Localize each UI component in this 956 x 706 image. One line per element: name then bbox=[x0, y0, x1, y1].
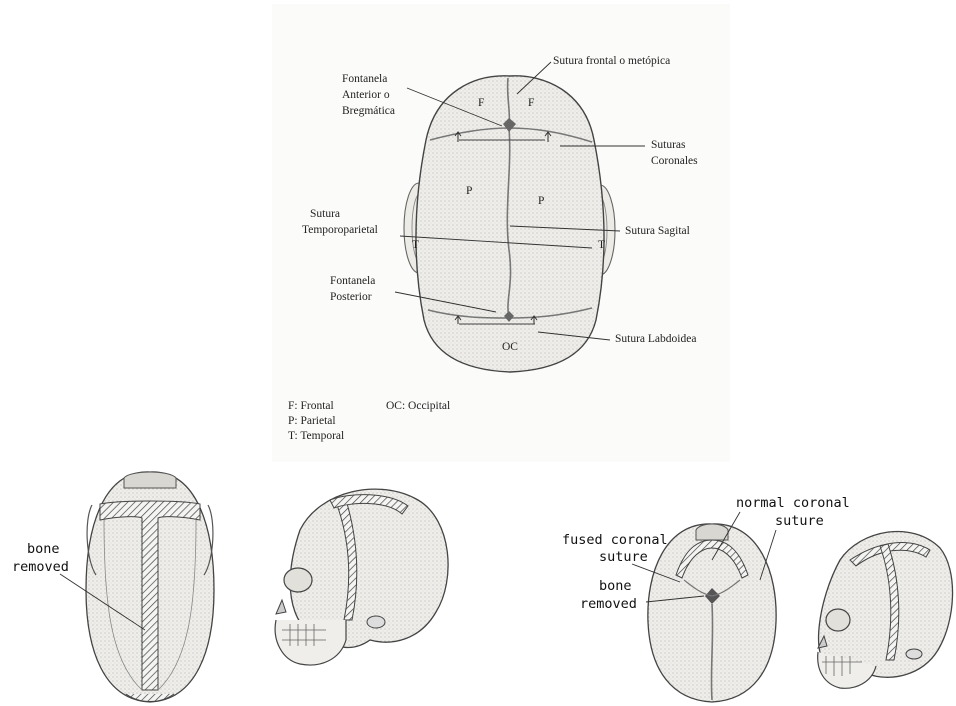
bl-label-bone: bone bbox=[27, 541, 60, 557]
legend-occipital: OC: Occipital bbox=[386, 400, 450, 412]
letter-temporal-right: T bbox=[598, 239, 605, 251]
letter-frontal-right: F bbox=[528, 97, 534, 109]
label-sutura-temporoparietal-2: Temporoparietal bbox=[302, 224, 378, 236]
letter-temporal-left: T bbox=[412, 239, 419, 251]
label-sutura-frontal: Sutura frontal o metópica bbox=[553, 55, 670, 67]
label-sutura-sagital: Sutura Sagital bbox=[625, 225, 690, 237]
br-label-normal-coronal-1: normal coronal bbox=[736, 495, 850, 511]
bottom-right-top-view: normal coronal suture fused coronal sutu… bbox=[562, 495, 850, 702]
brs-orbit bbox=[826, 609, 850, 631]
brs-ear-opening bbox=[906, 649, 922, 659]
br-label-normal-coronal-2: suture bbox=[775, 513, 824, 529]
label-fontanela-anterior-3: Bregmática bbox=[342, 105, 395, 117]
bls-jaw bbox=[275, 620, 346, 665]
bls-ear-opening bbox=[367, 616, 385, 628]
letter-frontal-left: F bbox=[478, 97, 484, 109]
legend-temporal: T: Temporal bbox=[288, 430, 344, 442]
top-skull-diagram: F F P P T T OC Sutura frontal o metópica… bbox=[272, 4, 730, 462]
bl-label-removed: removed bbox=[12, 559, 69, 575]
bottom-right-side-skull bbox=[818, 531, 953, 688]
legend-frontal: F: Frontal bbox=[288, 400, 334, 412]
br-label-removed: removed bbox=[580, 596, 637, 612]
letter-parietal-right: P bbox=[538, 195, 544, 207]
label-fontanela-posterior-2: Posterior bbox=[330, 291, 372, 303]
letter-occipital: OC bbox=[502, 341, 518, 353]
label-fontanela-posterior-1: Fontanela bbox=[330, 275, 375, 287]
label-sutura-labdoidea: Sutura Labdoidea bbox=[615, 333, 696, 345]
label-fontanela-anterior-1: Fontanela bbox=[342, 73, 387, 85]
letter-parietal-left: P bbox=[466, 185, 472, 197]
br-label-fused-coronal-1: fused coronal bbox=[562, 532, 668, 548]
bls-orbit bbox=[284, 568, 312, 592]
label-suturas-coronales-1: Suturas bbox=[651, 139, 686, 151]
bottom-left-top-view: bone removed bbox=[12, 472, 214, 702]
bottom-left-side-skull bbox=[275, 489, 448, 665]
br-label-bone: bone bbox=[599, 578, 632, 594]
legend-parietal: P: Parietal bbox=[288, 415, 336, 427]
label-sutura-temporoparietal-1: Sutura bbox=[310, 208, 340, 220]
label-fontanela-anterior-2: Anterior o bbox=[342, 89, 390, 101]
br-label-fused-coronal-2: suture bbox=[599, 549, 648, 565]
label-suturas-coronales-2: Coronales bbox=[651, 155, 698, 167]
